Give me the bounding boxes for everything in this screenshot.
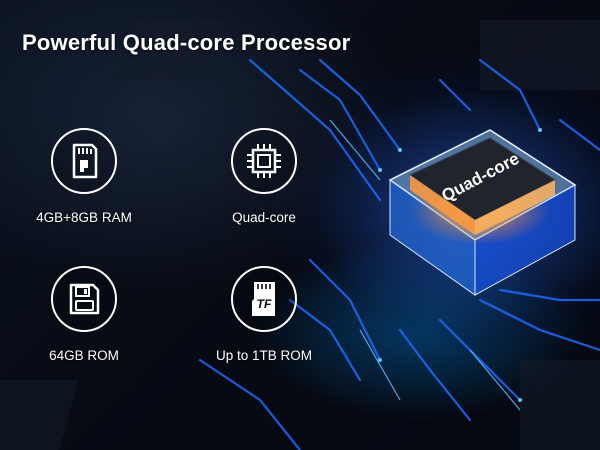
feature-icon-circle xyxy=(51,266,117,332)
feature-label: Up to 1TB ROM xyxy=(215,348,313,363)
storage-icon xyxy=(69,283,100,315)
feature-ram: 4GB+8GB RAM xyxy=(19,128,149,225)
feature-cpu: Quad-core xyxy=(199,128,329,225)
feature-rom: 64GB ROM xyxy=(19,266,149,363)
feature-icon-circle xyxy=(51,128,117,194)
ram-card-icon xyxy=(72,143,98,179)
cpu-chip-icon xyxy=(247,144,281,178)
banner-title: Powerful Quad-core Processor xyxy=(22,30,351,55)
feature-label: Quad-core xyxy=(232,210,296,225)
tf-card-text: TF xyxy=(257,297,272,311)
feature-tf-card: TF Up to 1TB ROM xyxy=(199,266,329,363)
feature-label: 4GB+8GB RAM xyxy=(36,210,132,225)
feature-label: 64GB ROM xyxy=(49,348,119,363)
tf-card-icon: TF xyxy=(252,282,275,316)
feature-icon-circle: TF xyxy=(231,266,297,332)
processor-chip-illustration: Quad-core xyxy=(388,129,577,296)
feature-icon-circle xyxy=(231,128,297,194)
